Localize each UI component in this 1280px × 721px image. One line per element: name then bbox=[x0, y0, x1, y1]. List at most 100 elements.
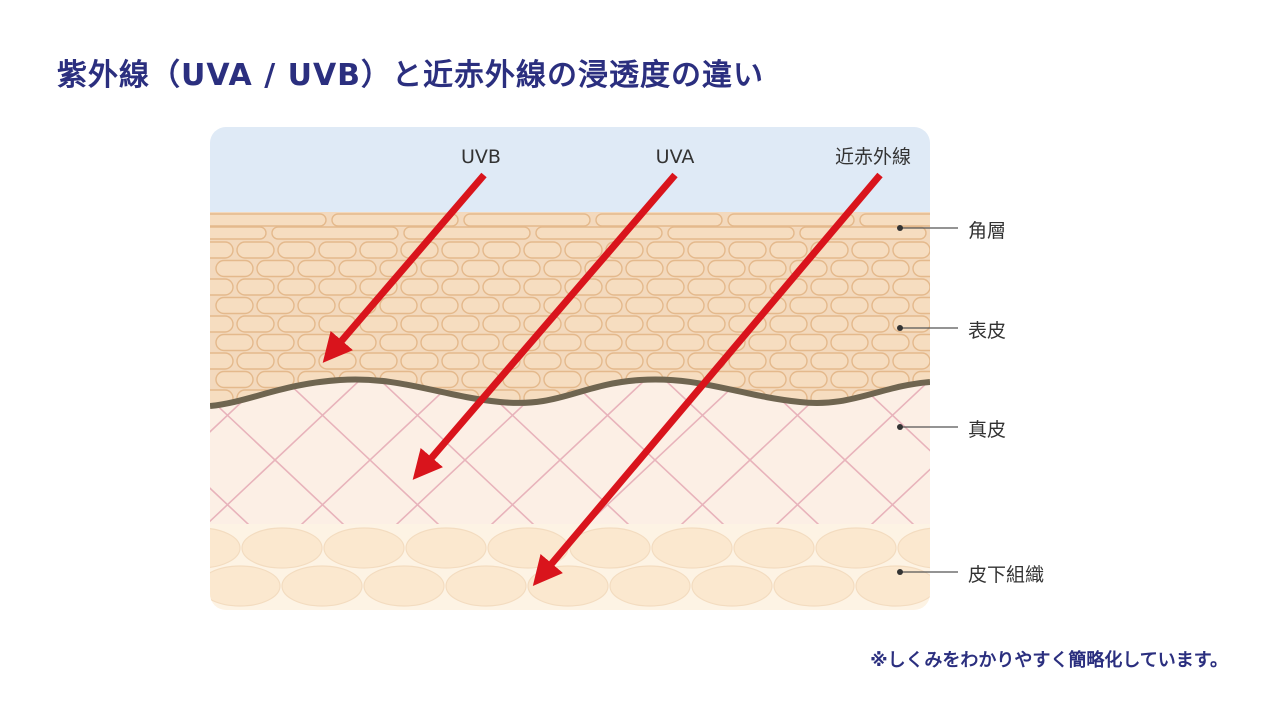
fat-cell bbox=[200, 566, 280, 606]
epidermis-cell bbox=[442, 279, 479, 295]
epidermis-cell bbox=[934, 279, 971, 295]
epidermis-cell bbox=[893, 353, 930, 369]
epidermis-cell bbox=[298, 261, 335, 277]
epidermis-cell bbox=[934, 353, 971, 369]
epidermis-cell bbox=[257, 298, 294, 314]
corneum-cell bbox=[140, 227, 266, 239]
epidermis-cell bbox=[852, 353, 889, 369]
epidermis-cell bbox=[811, 353, 848, 369]
epidermis-cell bbox=[606, 316, 643, 332]
epidermis-cell bbox=[196, 316, 233, 332]
epidermis-cell bbox=[565, 353, 602, 369]
epidermis-cell bbox=[257, 335, 294, 351]
epidermis-cell bbox=[483, 279, 520, 295]
epidermis-cell bbox=[462, 261, 499, 277]
ray-label-uva: UVA bbox=[656, 146, 695, 168]
epidermis-cell bbox=[216, 261, 253, 277]
epidermis-cell bbox=[749, 335, 786, 351]
epidermis-cell bbox=[647, 353, 684, 369]
epidermis-cell bbox=[421, 372, 458, 388]
epidermis-cell bbox=[708, 298, 745, 314]
epidermis-cell bbox=[770, 242, 807, 258]
epidermis-cell bbox=[421, 298, 458, 314]
epidermis-cell bbox=[729, 242, 766, 258]
epidermis-cell bbox=[237, 353, 274, 369]
epidermis-cell bbox=[811, 279, 848, 295]
skin-cross-section bbox=[0, 127, 1280, 614]
epidermis-cell bbox=[872, 298, 909, 314]
fat-cell bbox=[570, 528, 650, 568]
corneum-cell bbox=[272, 227, 398, 239]
epidermis-cell bbox=[708, 261, 745, 277]
epidermis-cell bbox=[872, 335, 909, 351]
epidermis-cell bbox=[237, 279, 274, 295]
fat-cell bbox=[364, 566, 444, 606]
fat-cell bbox=[816, 528, 896, 568]
epidermis-cell bbox=[831, 372, 868, 388]
epidermis-cell bbox=[278, 279, 315, 295]
epidermis-cell bbox=[852, 279, 889, 295]
epidermis-cell bbox=[811, 316, 848, 332]
epidermis-cell bbox=[544, 261, 581, 277]
ray-label-uvb: UVB bbox=[461, 146, 501, 168]
epidermis-cell bbox=[667, 261, 704, 277]
epidermis-cell bbox=[934, 390, 971, 406]
epidermis-cell bbox=[647, 316, 684, 332]
epidermis-cell bbox=[852, 242, 889, 258]
epidermis-cell bbox=[729, 353, 766, 369]
fat-cell bbox=[692, 566, 772, 606]
epidermis-cell bbox=[544, 372, 581, 388]
epidermis-cell bbox=[401, 279, 438, 295]
epidermis-cell bbox=[770, 353, 807, 369]
epidermis-cell bbox=[688, 242, 725, 258]
epidermis-cell bbox=[565, 242, 602, 258]
epidermis-cell bbox=[196, 279, 233, 295]
label-dermis: 真皮 bbox=[968, 415, 1006, 442]
fat-cell bbox=[734, 528, 814, 568]
epidermis-cell bbox=[462, 298, 499, 314]
fat-cell bbox=[446, 566, 526, 606]
epidermis-cell bbox=[401, 353, 438, 369]
epidermis-cell bbox=[524, 279, 561, 295]
epidermis-cell bbox=[688, 316, 725, 332]
label-subcutaneous: 皮下組織 bbox=[968, 560, 1044, 587]
epidermis-cell bbox=[298, 335, 335, 351]
corneum-cells bbox=[140, 214, 1058, 239]
epidermis-cell bbox=[503, 261, 540, 277]
epidermis-cell bbox=[360, 316, 397, 332]
epidermis-cell bbox=[483, 316, 520, 332]
epidermis-cell bbox=[380, 335, 417, 351]
epidermis-cell bbox=[647, 279, 684, 295]
fat-cell bbox=[324, 528, 404, 568]
epidermis-cell bbox=[298, 298, 335, 314]
epidermis-cell bbox=[442, 353, 479, 369]
epidermis-cell bbox=[503, 298, 540, 314]
epidermis-cell bbox=[688, 279, 725, 295]
epidermis-cell bbox=[893, 279, 930, 295]
epidermis-cell bbox=[216, 298, 253, 314]
epidermis-cell bbox=[319, 242, 356, 258]
epidermis-cell bbox=[442, 242, 479, 258]
epidermis-cell bbox=[831, 298, 868, 314]
epidermis-cell bbox=[647, 242, 684, 258]
epidermis-cell bbox=[216, 335, 253, 351]
ray-label-nir: 近赤外線 bbox=[835, 146, 911, 168]
epidermis-cell bbox=[278, 242, 315, 258]
corneum-cell bbox=[404, 227, 530, 239]
epidermis-cell bbox=[196, 353, 233, 369]
epidermis-cell bbox=[544, 335, 581, 351]
epidermis-cell bbox=[934, 242, 971, 258]
epidermis-cell bbox=[360, 353, 397, 369]
epidermis-cell bbox=[893, 242, 930, 258]
epidermis-cell bbox=[790, 335, 827, 351]
epidermis-cell bbox=[380, 298, 417, 314]
epidermis-cell bbox=[749, 372, 786, 388]
epidermis-cell bbox=[872, 261, 909, 277]
fat-cell bbox=[610, 566, 690, 606]
epidermis-cell bbox=[524, 242, 561, 258]
epidermis-cell bbox=[216, 372, 253, 388]
epidermis-cell bbox=[770, 316, 807, 332]
fat-cell bbox=[898, 528, 978, 568]
epidermis-cell bbox=[278, 353, 315, 369]
